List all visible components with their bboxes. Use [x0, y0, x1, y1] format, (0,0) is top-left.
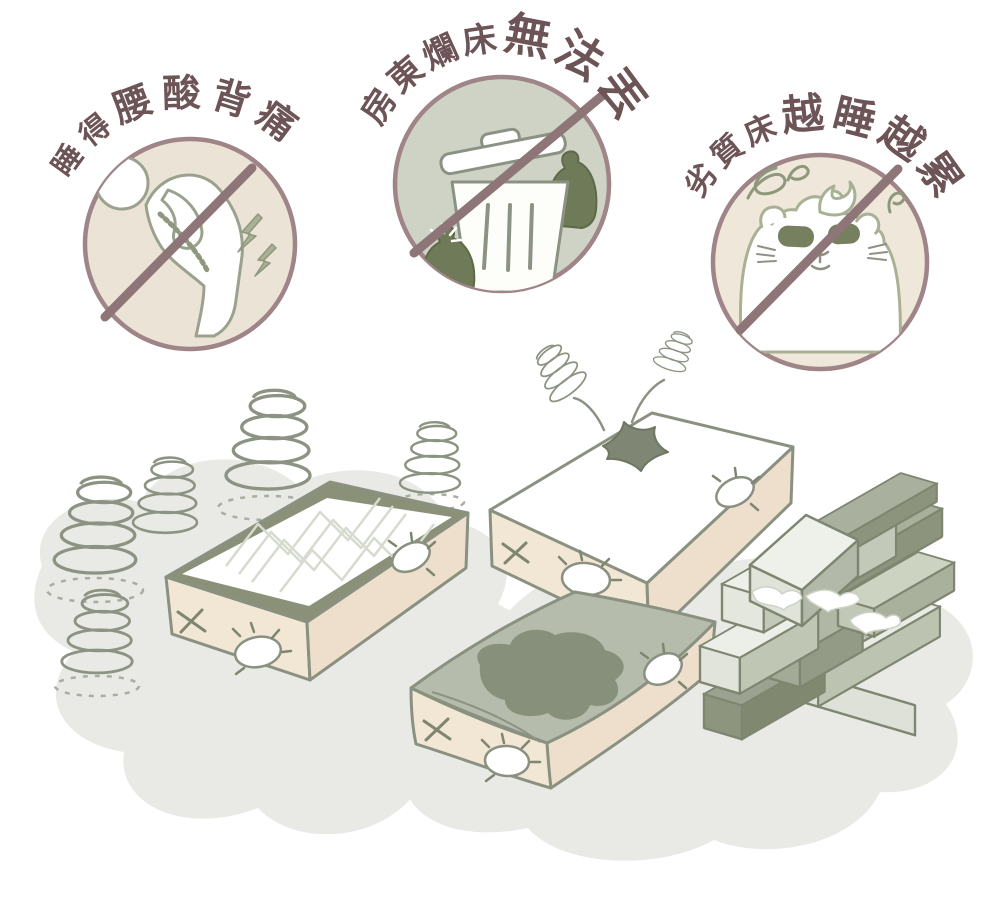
side-patch	[639, 642, 689, 690]
hamster-ear	[854, 212, 881, 236]
dizzy-scribble	[746, 166, 787, 200]
round-patch	[231, 621, 293, 676]
person-body	[144, 173, 244, 338]
no-symbol-slash	[100, 163, 257, 322]
torn-hole	[602, 421, 669, 472]
flying-spring-coil	[522, 337, 591, 407]
sagging-stained-mattress	[409, 590, 717, 790]
stain	[477, 629, 624, 720]
whiskers	[756, 243, 888, 263]
sag-crease	[431, 691, 541, 743]
side-patch	[387, 531, 437, 577]
pain-bolt-icon	[254, 243, 277, 277]
zigzag-top-mattress	[164, 480, 470, 682]
stitched-x-patch	[176, 608, 207, 634]
round-patch	[480, 732, 542, 783]
spring-shadow-dash	[53, 674, 141, 698]
stitched-x-patch	[422, 717, 452, 742]
flying-spring-coil	[651, 325, 697, 376]
torn-foam-bits	[751, 586, 902, 635]
hamster-hair-tuft	[818, 180, 857, 217]
stitched-x-patch	[501, 541, 530, 565]
badge-cannot-throw-away: 房東爛床 無法丟	[354, 6, 654, 294]
no-symbol-slash	[409, 90, 608, 258]
side-patch	[711, 466, 761, 512]
brick-stack	[698, 472, 956, 741]
trash-can-ribs	[482, 203, 534, 272]
pain-bolt-icon	[237, 213, 263, 253]
badge-more-tired: 劣質床 越睡越累	[678, 89, 969, 372]
spring-shadow-dash	[45, 576, 145, 604]
spring-launch-trail	[630, 378, 666, 424]
person-spine	[157, 211, 211, 275]
dizzy-scribble	[887, 191, 906, 214]
mattress-top-sheet	[182, 498, 452, 606]
hamster-ear	[759, 205, 787, 229]
trash-can-lid	[439, 127, 567, 176]
badge-backache: 睡得 腰酸背痛	[46, 72, 302, 352]
tired-hamster-icon	[738, 164, 906, 354]
tired-eye	[777, 225, 814, 248]
no-symbol-slash	[735, 164, 903, 335]
spring-launch-trail	[572, 396, 606, 432]
dizzy-scribble	[786, 164, 810, 182]
mattress-top-sheet	[488, 411, 795, 585]
